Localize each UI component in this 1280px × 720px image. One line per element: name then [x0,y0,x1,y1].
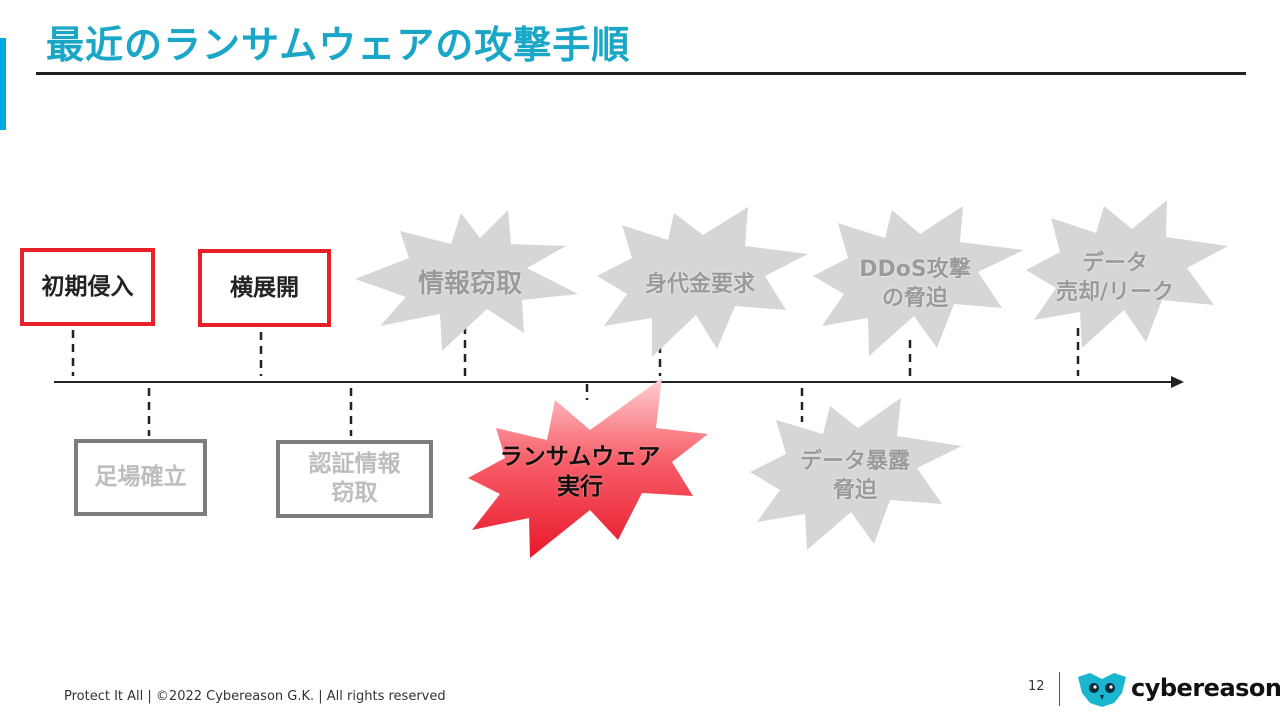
footer-copyright: Protect It All | ©2022 Cybereason G.K. |… [64,689,446,704]
step-label: 足場確立 [94,464,187,491]
step-label-line-2: 窃取 [331,480,378,506]
title-underline [36,72,1246,75]
burst-label-info-theft: 情報窃取 [380,262,560,308]
timeline-arrowhead [1171,376,1184,388]
burst-text: 身代金要求 [644,271,755,297]
burst-data-sale-leak [1026,200,1228,348]
burst-ransomware-exec [468,378,708,558]
burst-ddos-threat [813,206,1024,356]
page-number: 12 [1028,679,1045,694]
step-label: 横展開 [230,274,299,301]
burst-info-theft [355,210,578,351]
step-box-initial-access: 初期侵入 [20,248,155,326]
burst-label-ransom-demand: 身代金要求 [610,262,790,308]
burst-text-line-1: データ [1081,251,1148,277]
burst-label-ransomware-exec: ランサムウェア 実行 [480,438,680,508]
cybereason-logo-icon [1078,673,1126,707]
burst-data-exposure-threat [750,398,962,550]
burst-text-line-1: DDoS攻撃 [859,257,971,283]
burst-label-data-sale-leak: データ 売却/リーク [1030,244,1200,314]
burst-text-line-2: 実行 [557,474,603,500]
brand-wordmark: cybereason [1131,674,1280,702]
footer-divider [1059,672,1060,706]
burst-ransom-demand [597,207,808,357]
slide-title: 最近のランサムウェアの攻撃手順 [46,23,631,67]
step-box-credential-theft: 認証情報 窃取 [276,440,433,518]
burst-label-ddos-threat: DDoS攻撃 の脅迫 [830,250,1000,320]
burst-label-data-exposure-threat: データ暴露 脅迫 [770,442,940,512]
burst-text-line-2: 脅迫 [832,478,877,503]
step-label-line-1: 認証情報 [308,451,401,478]
burst-text: 情報窃取 [417,269,522,300]
burst-text-line-1: データ暴露 [799,449,910,475]
accent-bar [0,38,6,130]
step-label: 初期侵入 [41,273,134,300]
burst-text-line-2: 売却/リーク [1055,280,1175,305]
step-box-lateral-movement: 横展開 [198,249,331,327]
step-box-foothold: 足場確立 [74,439,207,516]
burst-text-line-2: の脅迫 [881,286,948,311]
burst-text-line-1: ランサムウェア [499,444,661,471]
